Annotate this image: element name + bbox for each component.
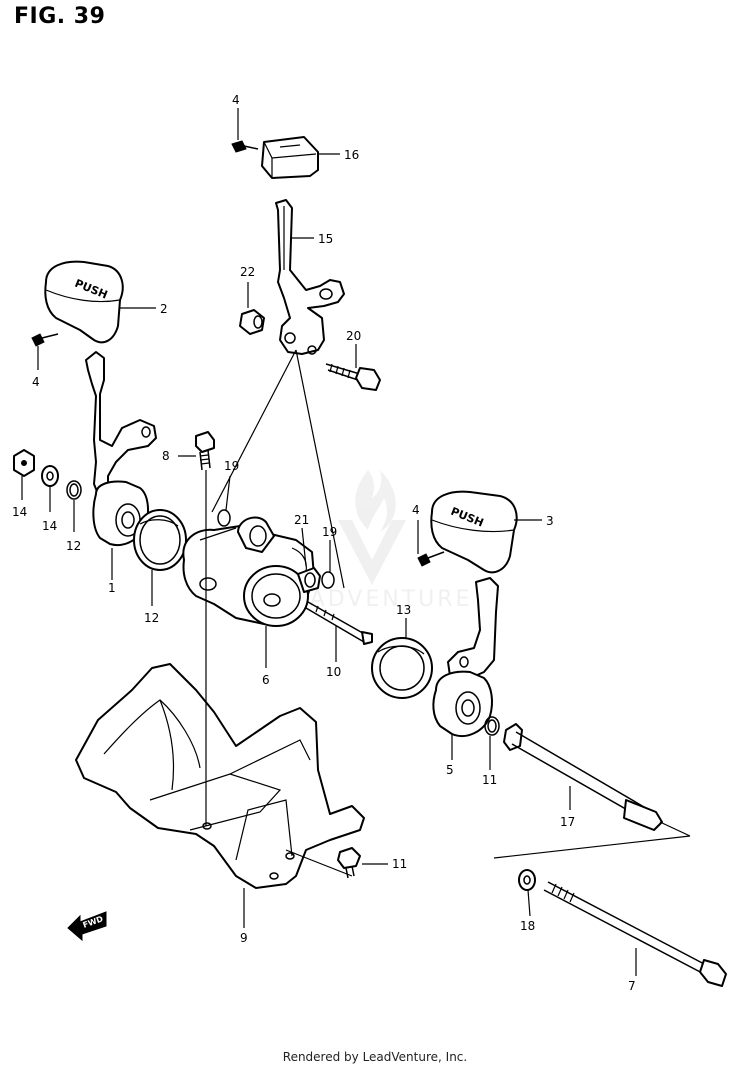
part-2-knob-left[interactable]: PUSH bbox=[44, 260, 124, 344]
callout-22: 22 bbox=[240, 265, 255, 279]
callout-3: 3 bbox=[546, 514, 554, 528]
callout-12: 12 bbox=[144, 611, 159, 625]
part-19-ring-left[interactable] bbox=[217, 509, 231, 527]
callout-7: 8 bbox=[162, 449, 170, 463]
callout-12: 13 bbox=[396, 603, 411, 617]
part-14-washer-right[interactable] bbox=[518, 869, 536, 891]
part-11-ring-right[interactable] bbox=[484, 716, 500, 736]
part-12-seal-left[interactable] bbox=[133, 509, 187, 571]
part-19-ring-right[interactable] bbox=[321, 571, 335, 589]
callout-5: 5 bbox=[446, 763, 454, 777]
part-4-screw-top[interactable] bbox=[231, 140, 259, 153]
part-20-bolt[interactable] bbox=[325, 363, 381, 391]
callout-8: 9 bbox=[240, 931, 248, 945]
part-14-washer-left[interactable] bbox=[41, 465, 59, 487]
callout-1: 1 bbox=[108, 581, 116, 595]
callout-19: 19 bbox=[224, 459, 239, 473]
fwd-arrow-icon: FWD bbox=[67, 911, 107, 942]
part-6-housing[interactable] bbox=[182, 516, 315, 627]
callout-18: 16 bbox=[344, 148, 359, 162]
part-13-bolt-long[interactable] bbox=[543, 881, 727, 987]
footer-credit: Rendered by LeadVenture, Inc. bbox=[282, 1050, 468, 1064]
part-9-bolt[interactable] bbox=[337, 847, 361, 879]
callout-13: 7 bbox=[628, 979, 636, 993]
callout-20: 20 bbox=[346, 329, 361, 343]
callout-11: 11 bbox=[482, 773, 497, 787]
figure-title: FIG. 39 bbox=[14, 4, 106, 29]
part-4-screw-left[interactable] bbox=[31, 333, 59, 347]
callout-14: 18 bbox=[520, 919, 535, 933]
callout-16: 14 bbox=[12, 505, 27, 519]
part-3-knob-right[interactable]: PUSH bbox=[430, 490, 518, 574]
watermark-flame-icon bbox=[355, 470, 396, 532]
callout-4: 4 bbox=[412, 503, 420, 517]
part-16-nut[interactable] bbox=[13, 449, 35, 477]
part-11-ring-left[interactable] bbox=[66, 480, 82, 500]
callout-4: 4 bbox=[232, 93, 240, 107]
part-18-cap[interactable] bbox=[261, 136, 319, 179]
part-8-bracket[interactable] bbox=[75, 663, 365, 889]
callout-15: 17 bbox=[560, 815, 575, 829]
callout-14: 14 bbox=[42, 519, 57, 533]
callout-11: 12 bbox=[66, 539, 81, 553]
callout-10: 10 bbox=[326, 665, 341, 679]
callout-numbers: 4 16 15 22 20 2 4 14 14 12 1 12 8 19 21 … bbox=[12, 93, 636, 993]
part-22-nut[interactable] bbox=[239, 309, 265, 335]
part-21-bushing[interactable] bbox=[297, 567, 321, 593]
part-5-lever-right[interactable] bbox=[432, 577, 499, 737]
part-4-screw-right[interactable] bbox=[417, 551, 445, 567]
part-17-lever[interactable] bbox=[275, 199, 345, 355]
callout-21: 21 bbox=[294, 513, 309, 527]
part-7-bolt[interactable] bbox=[195, 431, 215, 471]
part-12-seal-right[interactable] bbox=[371, 637, 433, 699]
part-10-pin[interactable] bbox=[305, 601, 373, 645]
callout-19: 19 bbox=[322, 525, 337, 539]
leader-lines bbox=[21, 108, 691, 976]
callout-9: 11 bbox=[392, 857, 407, 871]
part-15-shaft[interactable] bbox=[503, 723, 663, 831]
callout-6: 6 bbox=[262, 673, 270, 687]
callout-2: 2 bbox=[160, 302, 168, 316]
watermark-v-icon bbox=[338, 520, 406, 585]
callout-17: 15 bbox=[318, 232, 333, 246]
callout-4: 4 bbox=[32, 375, 40, 389]
